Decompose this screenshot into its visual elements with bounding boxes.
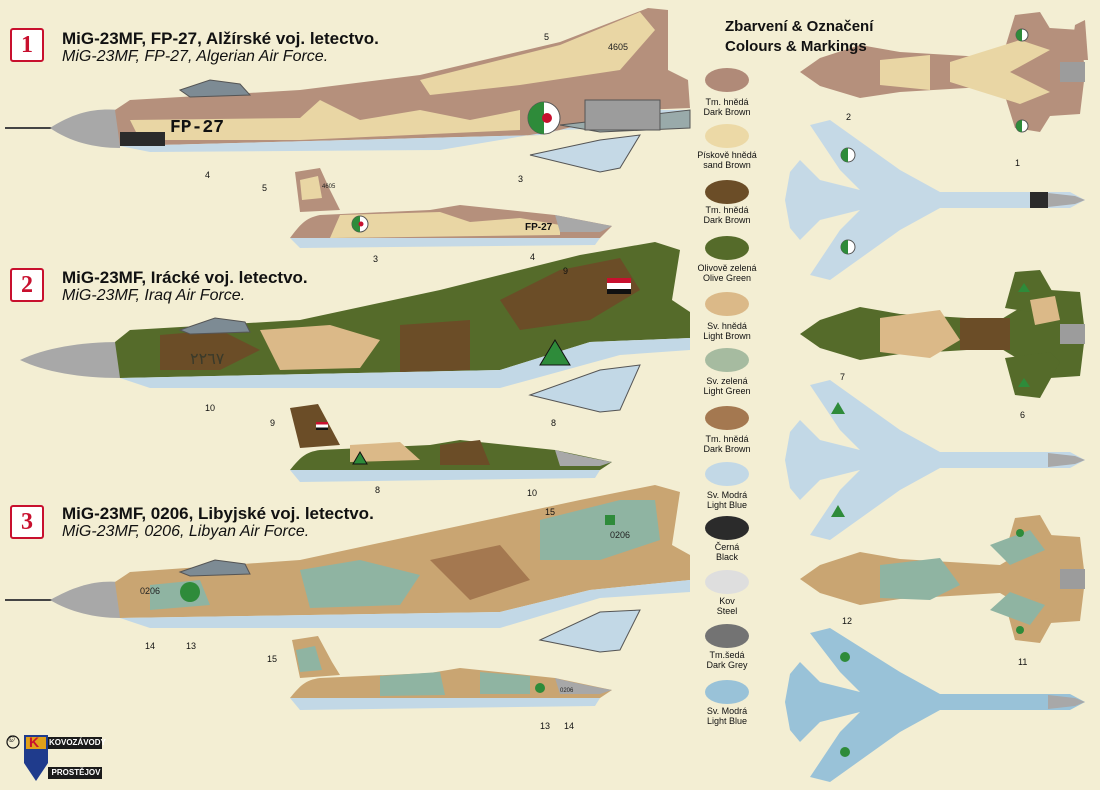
aircraft-3-large-profile: 0206 0206 xyxy=(5,485,690,653)
aircraft-3-small-tail-number: 0206 xyxy=(560,688,574,694)
callout: 2 xyxy=(846,112,852,122)
callout: 8 xyxy=(551,418,557,428)
callout: 5 xyxy=(262,183,268,193)
callout: 13 xyxy=(540,721,551,731)
callout: 8 xyxy=(375,485,381,495)
swatch-light-brown xyxy=(705,292,749,316)
aircraft-2-large-profile: ٢٢٦٧ xyxy=(20,242,690,413)
swatch-steel xyxy=(705,570,749,594)
callout: 6 xyxy=(1020,410,1026,420)
swatch-dark-brown-3 xyxy=(705,406,749,430)
scheme-3-badge: 3 xyxy=(10,505,44,539)
aircraft-2-arabic-serial: ٢٢٦٧ xyxy=(190,351,225,368)
swatch-dark-grey xyxy=(705,624,749,648)
callout: 10 xyxy=(205,403,216,413)
aircraft-2-underside-view xyxy=(785,380,1085,540)
aircraft-1-small-tail-number: 4605 xyxy=(322,184,336,190)
logo-letter: K xyxy=(29,734,40,750)
aircraft-2-top-view xyxy=(800,270,1085,398)
callout: 3 xyxy=(373,254,379,264)
aircraft-1-tail-number: 4605 xyxy=(608,42,628,52)
swatch-dark-brown-2 xyxy=(705,180,749,204)
aircraft-3-tail-number: 0206 xyxy=(610,530,630,540)
colours-header-en: Colours & Markings xyxy=(725,38,867,55)
callout: 9 xyxy=(270,418,276,428)
callout: 15 xyxy=(267,654,278,664)
scheme-2-title-en: MiG-23MF, Iraq Air Force. xyxy=(62,287,246,304)
callout: 4 xyxy=(530,252,536,262)
swatch-light-blue-1 xyxy=(705,462,749,486)
swatch-black xyxy=(705,516,749,540)
callout: 3 xyxy=(518,174,524,184)
callout: 12 xyxy=(842,616,853,626)
callout: 15 xyxy=(545,507,556,517)
aircraft-1-code: FP-27 xyxy=(170,118,224,138)
callout: 10 xyxy=(527,488,538,498)
scheme-2-title-cz: MiG-23MF, Irácké voj. letectvo. xyxy=(62,268,308,287)
swatch-light-blue-2 xyxy=(705,680,749,704)
aircraft-3-small-profile: 0206 xyxy=(290,636,612,710)
callout: 9 xyxy=(563,266,569,276)
scheme-1-title-cz: MiG-23MF, FP-27, Alžírské voj. letectvo. xyxy=(62,29,379,48)
scheme-3-title-en: MiG-23MF, 0206, Libyan Air Force. xyxy=(62,523,310,540)
aircraft-3-underside-view xyxy=(785,628,1085,782)
aircraft-1-top-view xyxy=(800,12,1088,133)
callout: 11 xyxy=(1018,657,1028,667)
logo-top-text: KOVOZÁVODY xyxy=(49,738,106,747)
callout: 1 xyxy=(1015,158,1021,168)
callout: 4 xyxy=(205,170,211,180)
scheme-2-badge: 2 xyxy=(10,268,44,302)
copyright-symbol: © xyxy=(8,734,15,744)
callout: 14 xyxy=(564,721,575,731)
swatch-olive-green xyxy=(705,236,749,260)
kovozavody-logo: © K KOVOZÁVODY PROSTĚJOV xyxy=(6,734,106,783)
aircraft-1-large-profile: FP-27 4605 xyxy=(5,8,691,173)
aircraft-2-small-profile xyxy=(290,404,612,482)
colours-header-cz: Zbarvení & Označení xyxy=(725,18,874,35)
scheme-1-badge: 1 xyxy=(10,28,44,62)
aircraft-3-top-view xyxy=(800,515,1085,643)
aircraft-3-nose-number: 0206 xyxy=(140,586,160,596)
aircraft-1-underside-view xyxy=(785,120,1085,280)
logo-bottom-text: PROSTĚJOV xyxy=(51,768,101,777)
scheme-3-title-cz: MiG-23MF, 0206, Libyjské voj. letectvo. xyxy=(62,504,374,523)
aircraft-1-small-profile: FP-27 4605 xyxy=(290,168,612,248)
callout: 5 xyxy=(544,32,550,42)
callout: 7 xyxy=(840,372,846,382)
callout: 13 xyxy=(186,641,197,651)
swatch-dark-brown-1 xyxy=(705,68,749,92)
callout: 14 xyxy=(145,641,156,651)
swatch-sand-brown xyxy=(705,124,749,148)
aircraft-1-small-code: FP-27 xyxy=(525,222,553,233)
scheme-1-title-en: MiG-23MF, FP-27, Algerian Air Force. xyxy=(62,48,329,65)
swatch-light-green xyxy=(705,348,749,372)
